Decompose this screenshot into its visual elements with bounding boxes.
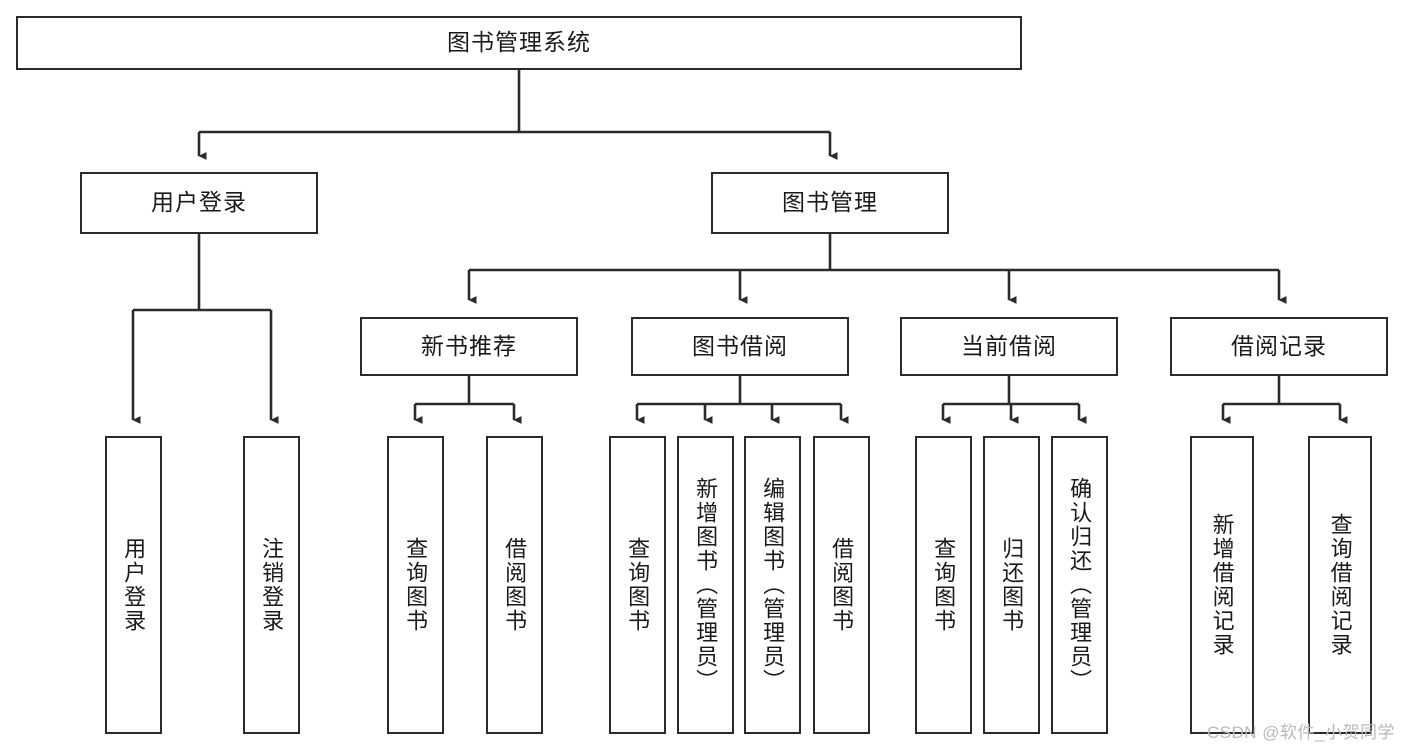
node-user-login[interactable]: 用户登录: [80, 172, 318, 234]
node-leaf-return-book[interactable]: 归还图书: [983, 436, 1040, 734]
node-label: 查询借阅记录: [1327, 513, 1353, 657]
node-label: 查询图书: [403, 537, 429, 633]
node-label: 新增图书（管理员）: [693, 477, 719, 693]
node-label: 归还图书: [999, 537, 1025, 633]
node-label: 编辑图书（管理员）: [760, 477, 786, 693]
node-borrow-record[interactable]: 借阅记录: [1170, 317, 1388, 376]
node-root-book-management-system[interactable]: 图书管理系统: [16, 16, 1022, 70]
node-leaf-edit-book-admin[interactable]: 编辑图书（管理员）: [744, 436, 801, 734]
node-leaf-add-book-admin[interactable]: 新增图书（管理员）: [677, 436, 734, 734]
node-leaf-add-borrow-record[interactable]: 新增借阅记录: [1190, 436, 1254, 734]
node-book-borrow[interactable]: 图书借阅: [631, 317, 849, 376]
node-label: 新增借阅记录: [1209, 513, 1235, 657]
node-label: 查询图书: [931, 537, 957, 633]
node-label: 新书推荐: [421, 332, 517, 359]
node-label: 查询图书: [625, 537, 651, 633]
node-leaf-query-borrow-record[interactable]: 查询借阅记录: [1308, 436, 1372, 734]
node-leaf-confirm-return-admin[interactable]: 确认归还（管理员）: [1051, 436, 1108, 734]
node-leaf-query-book-current[interactable]: 查询图书: [915, 436, 972, 734]
node-label: 注销登录: [259, 537, 285, 633]
node-label: 确认归还（管理员）: [1067, 477, 1093, 693]
node-label: 图书管理系统: [447, 29, 591, 56]
node-leaf-logout[interactable]: 注销登录: [243, 436, 300, 734]
node-label: 借阅图书: [829, 537, 855, 633]
node-current-borrow[interactable]: 当前借阅: [900, 317, 1118, 376]
node-label: 用户登录: [151, 189, 247, 216]
node-label: 当前借阅: [961, 332, 1057, 359]
node-leaf-borrow-book[interactable]: 借阅图书: [813, 436, 870, 734]
node-book-management[interactable]: 图书管理: [711, 172, 949, 234]
node-leaf-query-book-borrow[interactable]: 查询图书: [609, 436, 666, 734]
node-leaf-borrow-book-newbook[interactable]: 借阅图书: [486, 436, 543, 734]
node-leaf-query-book-newbook[interactable]: 查询图书: [387, 436, 444, 734]
node-leaf-user-login[interactable]: 用户登录: [105, 436, 162, 734]
node-label: 借阅图书: [502, 537, 528, 633]
node-label: 借阅记录: [1231, 332, 1327, 359]
node-label: 图书管理: [782, 189, 878, 216]
node-label: 用户登录: [121, 537, 147, 633]
node-label: 图书借阅: [692, 332, 788, 359]
node-new-book-recommend[interactable]: 新书推荐: [360, 317, 578, 376]
